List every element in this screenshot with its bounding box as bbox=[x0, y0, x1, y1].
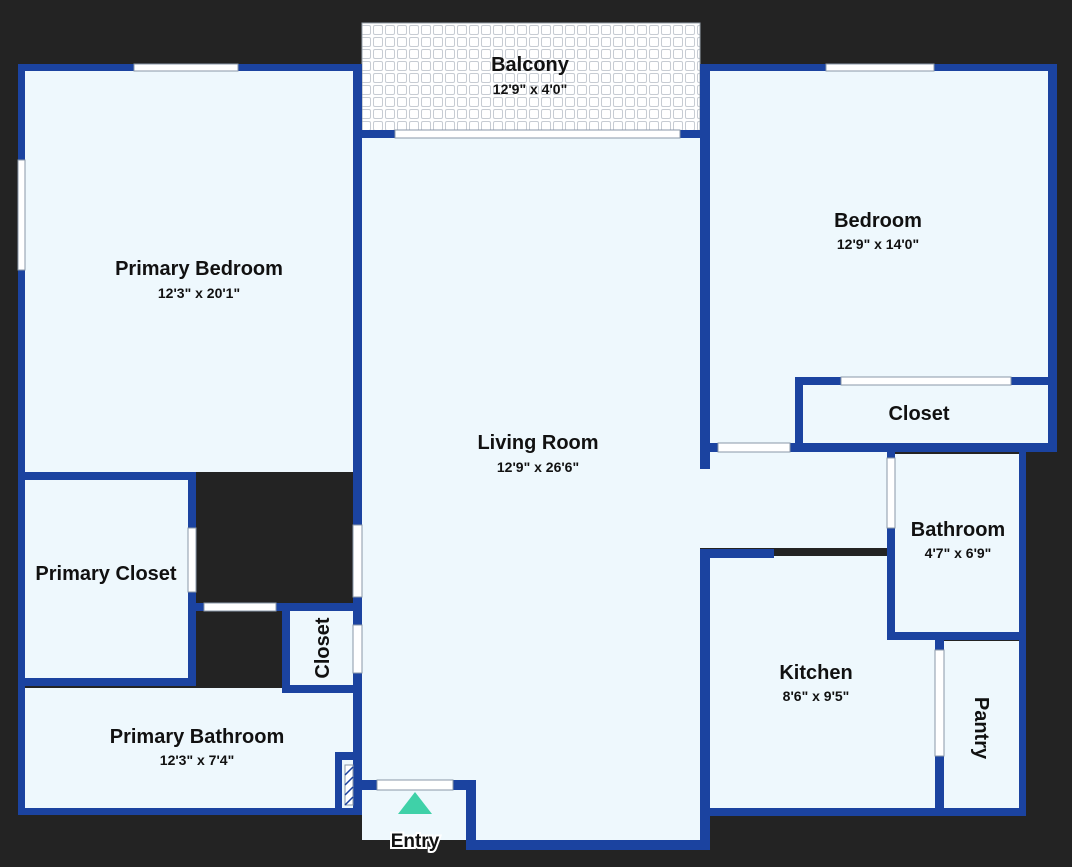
primary-closet-label: Primary Closet bbox=[35, 563, 177, 585]
window bbox=[203, 602, 277, 612]
entry-arrow-icon[interactable] bbox=[398, 792, 432, 814]
window bbox=[886, 457, 896, 529]
room-labels: Balcony 12'9" x 4'0" Primary Bedroom 12'… bbox=[35, 54, 1005, 768]
wall bbox=[887, 632, 1026, 640]
wall bbox=[700, 443, 1057, 452]
wall bbox=[18, 472, 196, 480]
kitchen-dims: 8'6" x 9'5" bbox=[783, 688, 850, 704]
primary-bedroom-dims: 12'3" x 20'1" bbox=[158, 285, 240, 301]
hall-closet-area[interactable] bbox=[290, 611, 354, 685]
wall bbox=[353, 64, 362, 815]
wall bbox=[18, 64, 25, 815]
wall bbox=[700, 64, 710, 469]
window bbox=[717, 442, 791, 453]
primary-bathroom-label: Primary Bathroom bbox=[110, 726, 285, 748]
window bbox=[840, 376, 1012, 386]
window bbox=[934, 649, 945, 757]
wall bbox=[466, 780, 476, 850]
bedroom-dims: 12'9" x 14'0" bbox=[837, 236, 919, 252]
kitchen-area[interactable] bbox=[710, 556, 938, 808]
wall bbox=[18, 808, 362, 815]
wall bbox=[196, 603, 362, 611]
bedroom-label: Bedroom bbox=[834, 210, 922, 232]
wall bbox=[795, 377, 803, 451]
living-room-dims: 12'9" x 26'6" bbox=[497, 459, 579, 475]
hall-closet-label: Closet bbox=[312, 617, 334, 678]
wall bbox=[282, 603, 290, 693]
window bbox=[394, 129, 681, 139]
bedroom-closet-label: Closet bbox=[888, 403, 949, 425]
balcony-dims: 12'9" x 4'0" bbox=[493, 81, 567, 97]
wall bbox=[700, 549, 774, 558]
primary-bedroom-area[interactable] bbox=[24, 70, 354, 472]
entry-label: Entry bbox=[391, 831, 440, 852]
primary-bathroom-dims: 12'3" x 7'4" bbox=[160, 752, 234, 768]
windows bbox=[17, 63, 1012, 806]
hall-area bbox=[700, 448, 888, 548]
window bbox=[825, 63, 935, 72]
pantry-label: Pantry bbox=[970, 697, 992, 760]
bathroom-label: Bathroom bbox=[911, 519, 1005, 541]
balcony-area[interactable] bbox=[361, 22, 701, 132]
wall bbox=[700, 549, 710, 849]
wall bbox=[335, 752, 362, 760]
window bbox=[187, 527, 197, 593]
pantry-area[interactable] bbox=[944, 641, 1019, 808]
wall bbox=[1048, 64, 1057, 452]
window bbox=[133, 63, 239, 72]
wall bbox=[18, 678, 196, 686]
entry[interactable]: Entry bbox=[389, 792, 442, 854]
living-room-area[interactable] bbox=[362, 138, 700, 840]
window bbox=[17, 159, 26, 271]
door-hatch bbox=[344, 766, 354, 806]
wall bbox=[700, 808, 1026, 816]
floor-areas bbox=[24, 22, 1049, 840]
kitchen-label: Kitchen bbox=[779, 662, 852, 684]
bathroom-dims: 4'7" x 6'9" bbox=[925, 545, 992, 561]
bedroom-closet-area[interactable] bbox=[803, 385, 1049, 443]
balcony-label: Balcony bbox=[491, 54, 570, 76]
wall bbox=[282, 685, 362, 693]
primary-closet-area[interactable] bbox=[24, 480, 188, 678]
window bbox=[376, 779, 454, 791]
primary-bedroom-label: Primary Bedroom bbox=[115, 258, 283, 280]
window bbox=[352, 524, 363, 598]
wall bbox=[335, 752, 342, 815]
living-room-label: Living Room bbox=[477, 432, 598, 454]
wall bbox=[466, 840, 710, 850]
primary-bathroom-area[interactable] bbox=[24, 688, 354, 808]
wall bbox=[887, 452, 895, 640]
window bbox=[352, 624, 363, 674]
